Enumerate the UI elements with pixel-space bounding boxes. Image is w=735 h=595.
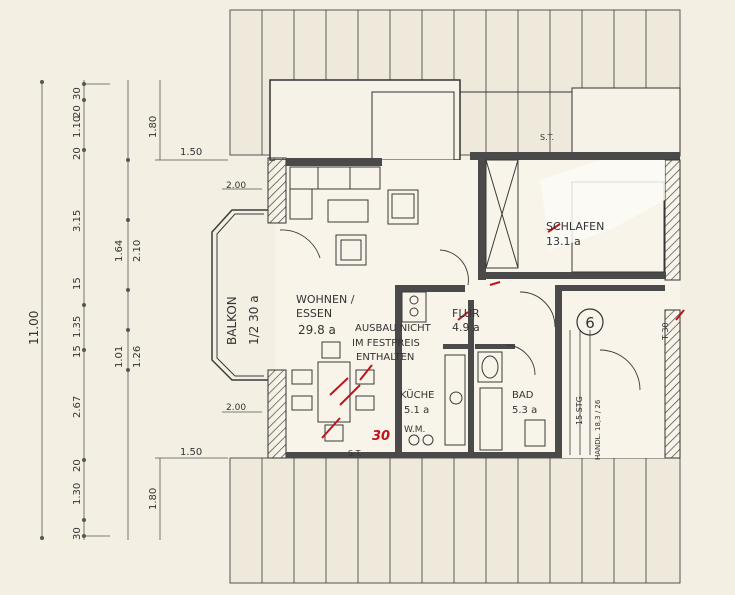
room-labels: WOHNEN / ESSEN 29.8 a AUSBAU NICHT IM FE… bbox=[225, 133, 670, 460]
dim-150-top: 1.50 bbox=[180, 147, 202, 158]
walls bbox=[267, 152, 681, 459]
ausbau-note-1: AUSBAU NICHT bbox=[355, 323, 432, 334]
stair-note: 15 STG bbox=[575, 396, 584, 425]
red-annotations: 30 bbox=[321, 223, 685, 444]
dim-126: 1.26 bbox=[132, 346, 143, 368]
st-label-top: S.T. bbox=[540, 133, 554, 142]
dim-180-top: 1.80 bbox=[148, 116, 159, 138]
schlafen-area: 13.1 a bbox=[546, 235, 581, 248]
bad-area: 5.3 a bbox=[512, 405, 537, 416]
dim-200-bottom: 2.00 bbox=[226, 403, 246, 413]
dim-267: 2.67 bbox=[72, 396, 83, 418]
stair-note-2: HANDL. 18,3 / 26 bbox=[594, 399, 602, 460]
dim-135: 1.35 bbox=[72, 316, 83, 338]
wohnen-label-2: ESSEN bbox=[296, 307, 332, 320]
dim-30-top: 30 bbox=[72, 87, 83, 100]
dim-30-bottom: 30 bbox=[72, 527, 83, 540]
wm-label: W.M. bbox=[404, 425, 425, 435]
dim-20-b: 20 bbox=[72, 147, 83, 160]
balkon-area: 1/2 30 a bbox=[247, 295, 261, 345]
glare bbox=[540, 160, 665, 250]
flur-label: FLUR bbox=[452, 307, 480, 320]
dim-15-b: 15 bbox=[72, 345, 83, 358]
flur-area: 4.9 a bbox=[452, 321, 480, 334]
dim-200-top: 2.00 bbox=[226, 181, 246, 191]
wohnen-area: 29.8 a bbox=[298, 323, 336, 337]
dim-315: 3.15 bbox=[72, 210, 83, 232]
unit-number-marker: 6 bbox=[576, 308, 604, 336]
ausbau-note-2: IM FESTPREIS bbox=[352, 338, 420, 349]
roof-bottom bbox=[229, 457, 681, 584]
st-label-bottom: S.T. bbox=[348, 449, 362, 458]
dim-overall: 11.00 bbox=[27, 311, 41, 345]
schlafen-label: SCHLAFEN bbox=[546, 220, 604, 233]
balcony bbox=[211, 209, 268, 381]
dimension-lines bbox=[40, 80, 262, 540]
dim-20-a: 20 bbox=[72, 105, 83, 118]
dim-180-bottom: 1.80 bbox=[148, 488, 159, 510]
kueche-area: 5.1 a bbox=[404, 405, 429, 416]
stair-area bbox=[569, 330, 591, 455]
dim-130: 1.30 bbox=[72, 483, 83, 505]
t30-label: T 30 bbox=[661, 322, 670, 341]
dim-210: 2.10 bbox=[132, 240, 143, 262]
wohnen-label-1: WOHNEN / bbox=[296, 293, 355, 306]
dim-164: 1.64 bbox=[114, 240, 125, 262]
ausbau-note-3: ENTHALTEN bbox=[356, 352, 414, 363]
red-note: 30 bbox=[372, 429, 390, 444]
kueche-label: KÜCHE bbox=[400, 388, 434, 401]
balkon-label: BALKON bbox=[225, 296, 239, 345]
bad-label: BAD bbox=[512, 390, 534, 401]
dim-150-bottom: 1.50 bbox=[180, 447, 202, 458]
unit-number: 6 bbox=[585, 314, 595, 332]
dim-110: 1.10 bbox=[72, 116, 83, 138]
dim-101: 1.01 bbox=[114, 346, 125, 368]
dimension-labels: 30 20 1.10 20 3.15 1.64 2.10 15 1.35 15 … bbox=[27, 87, 246, 540]
door-swings bbox=[279, 229, 641, 391]
dim-15-a: 15 bbox=[72, 277, 83, 290]
dim-20-c: 20 bbox=[72, 459, 83, 472]
